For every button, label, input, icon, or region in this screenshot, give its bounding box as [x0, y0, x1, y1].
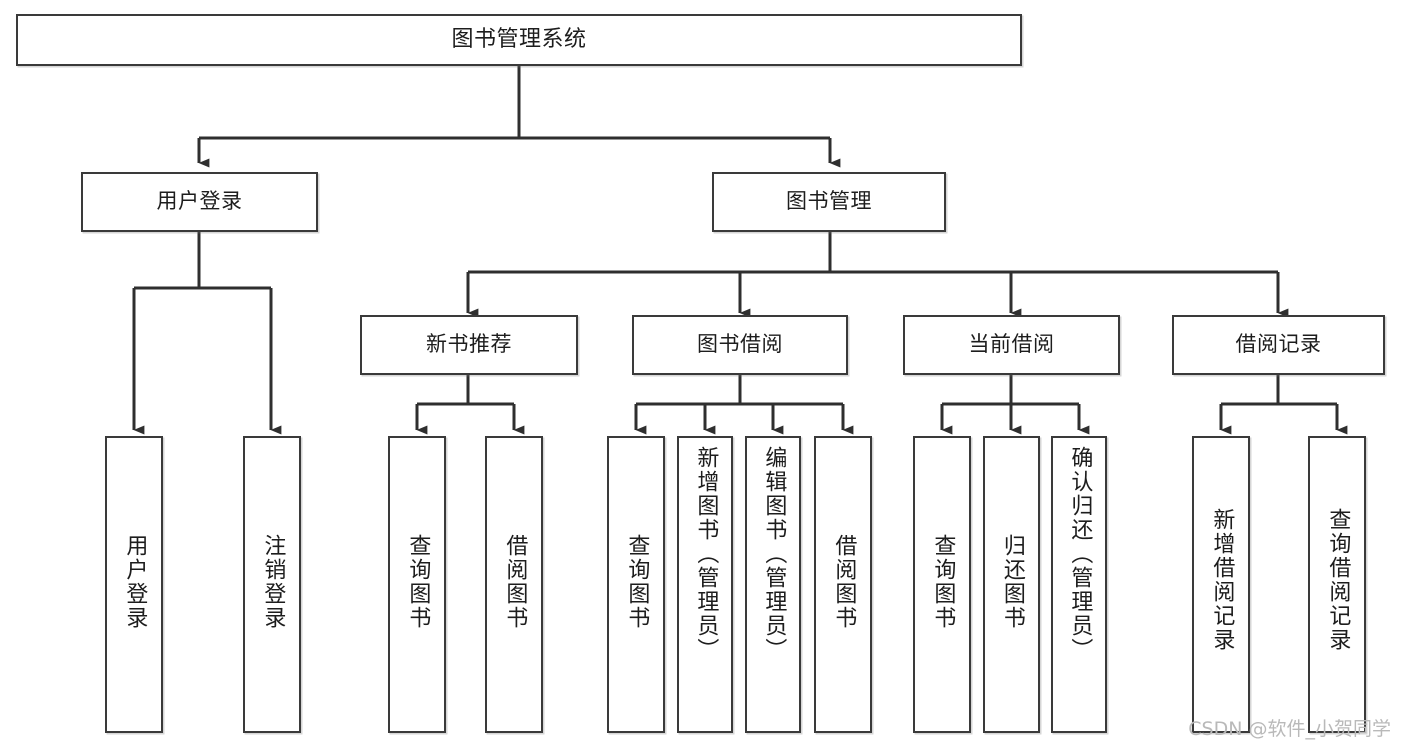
node-label: 注销登录	[260, 534, 286, 630]
watermark-text: CSDN @软件_小贺同学	[1188, 718, 1391, 740]
node-label: 图书管理系统	[451, 26, 587, 52]
leaf-borrow-search-books[interactable]: 查询图书	[607, 436, 665, 733]
leaf-borrow-borrow-books[interactable]: 借阅图书	[814, 436, 872, 733]
node-label: 查询图书	[930, 534, 956, 630]
node-book-management[interactable]: 图书管理	[712, 172, 946, 232]
leaf-user-login-sign-out[interactable]: 注销登录	[243, 436, 301, 733]
node-label: 借阅图书	[831, 534, 857, 630]
leaf-new-book-borrow-books[interactable]: 借阅图书	[485, 436, 543, 733]
node-label: 编辑图书（管理员）	[761, 446, 787, 662]
node-new-book-recommendation[interactable]: 新书推荐	[360, 315, 578, 375]
leaf-record-search-borrow-record[interactable]: 查询借阅记录	[1308, 436, 1366, 733]
node-label: 查询借阅记录	[1325, 508, 1351, 652]
leaf-user-login-sign-in[interactable]: 用户登录	[105, 436, 163, 733]
leaf-current-search-books[interactable]: 查询图书	[913, 436, 971, 733]
leaf-current-confirm-return-admin[interactable]: 确认归还（管理员）	[1051, 436, 1107, 733]
node-user-login[interactable]: 用户登录	[81, 172, 318, 232]
node-book-borrowing[interactable]: 图书借阅	[632, 315, 848, 375]
node-label: 图书管理	[786, 189, 872, 214]
node-label: 确认归还（管理员）	[1067, 446, 1093, 662]
node-label: 查询图书	[405, 534, 431, 630]
node-label: 新增图书（管理员）	[693, 446, 719, 662]
node-label: 查询图书	[624, 534, 650, 630]
node-root-book-management-system[interactable]: 图书管理系统	[16, 14, 1022, 66]
node-current-borrowing[interactable]: 当前借阅	[903, 315, 1120, 375]
leaf-borrow-add-book-admin[interactable]: 新增图书（管理员）	[677, 436, 733, 733]
leaf-new-book-search-books[interactable]: 查询图书	[388, 436, 446, 733]
node-label: 用户登录	[156, 189, 243, 214]
node-label: 用户登录	[122, 534, 148, 630]
node-label: 图书借阅	[697, 332, 783, 357]
node-label: 当前借阅	[968, 332, 1055, 357]
node-label: 借阅记录	[1235, 332, 1322, 357]
leaf-current-return-books[interactable]: 归还图书	[983, 436, 1040, 733]
leaf-borrow-edit-book-admin[interactable]: 编辑图书（管理员）	[745, 436, 801, 733]
node-label: 新增借阅记录	[1209, 508, 1235, 652]
leaf-record-add-borrow-record[interactable]: 新增借阅记录	[1192, 436, 1250, 733]
node-label: 借阅图书	[502, 534, 528, 630]
node-label: 新书推荐	[426, 332, 512, 357]
node-borrowing-records[interactable]: 借阅记录	[1172, 315, 1385, 375]
node-label: 归还图书	[999, 534, 1025, 630]
